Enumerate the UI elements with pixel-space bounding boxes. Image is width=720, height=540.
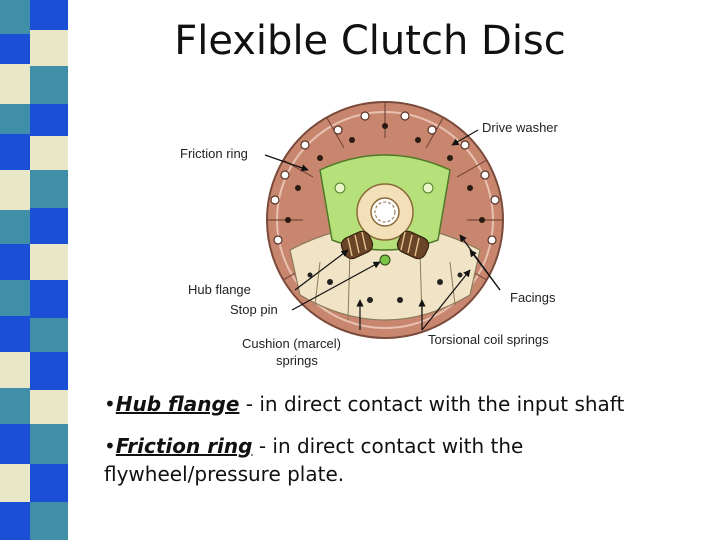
leader-lines xyxy=(264,129,501,331)
label-stop-pin: Stop pin xyxy=(230,302,278,317)
bullet-text-continued: flywheel/pressure plate. xyxy=(104,462,345,486)
stop-pin xyxy=(379,254,391,266)
label-cushion-line1: Cushion (marcel) xyxy=(242,336,341,351)
label-drive-washer: Drive washer xyxy=(482,120,559,135)
label-hub-flange: Hub flange xyxy=(188,282,251,297)
label-torsional-springs: Torsional coil springs xyxy=(428,332,549,347)
decorative-stripe xyxy=(0,0,68,540)
clutch-disc-diagram: Friction ring Drive washer Hub flange St… xyxy=(180,101,559,368)
bullet-friction-ring: •Friction ring - in direct contact with … xyxy=(104,434,524,486)
bullet-term: Hub flange xyxy=(115,392,240,416)
bullet-text: - in direct contact with the input shaft xyxy=(239,392,625,416)
bullet-term: Friction ring xyxy=(115,434,253,458)
bullet-text: - in direct contact with the xyxy=(252,434,524,458)
torsional-coil-springs xyxy=(340,230,430,260)
bullet-hub-flange: •Hub flange - in direct contact with the… xyxy=(104,392,625,416)
label-cushion-line2: springs xyxy=(276,353,318,368)
slide-title: Flexible Clutch Disc xyxy=(174,18,566,64)
label-facings: Facings xyxy=(510,290,556,305)
label-friction-ring: Friction ring xyxy=(180,146,248,161)
